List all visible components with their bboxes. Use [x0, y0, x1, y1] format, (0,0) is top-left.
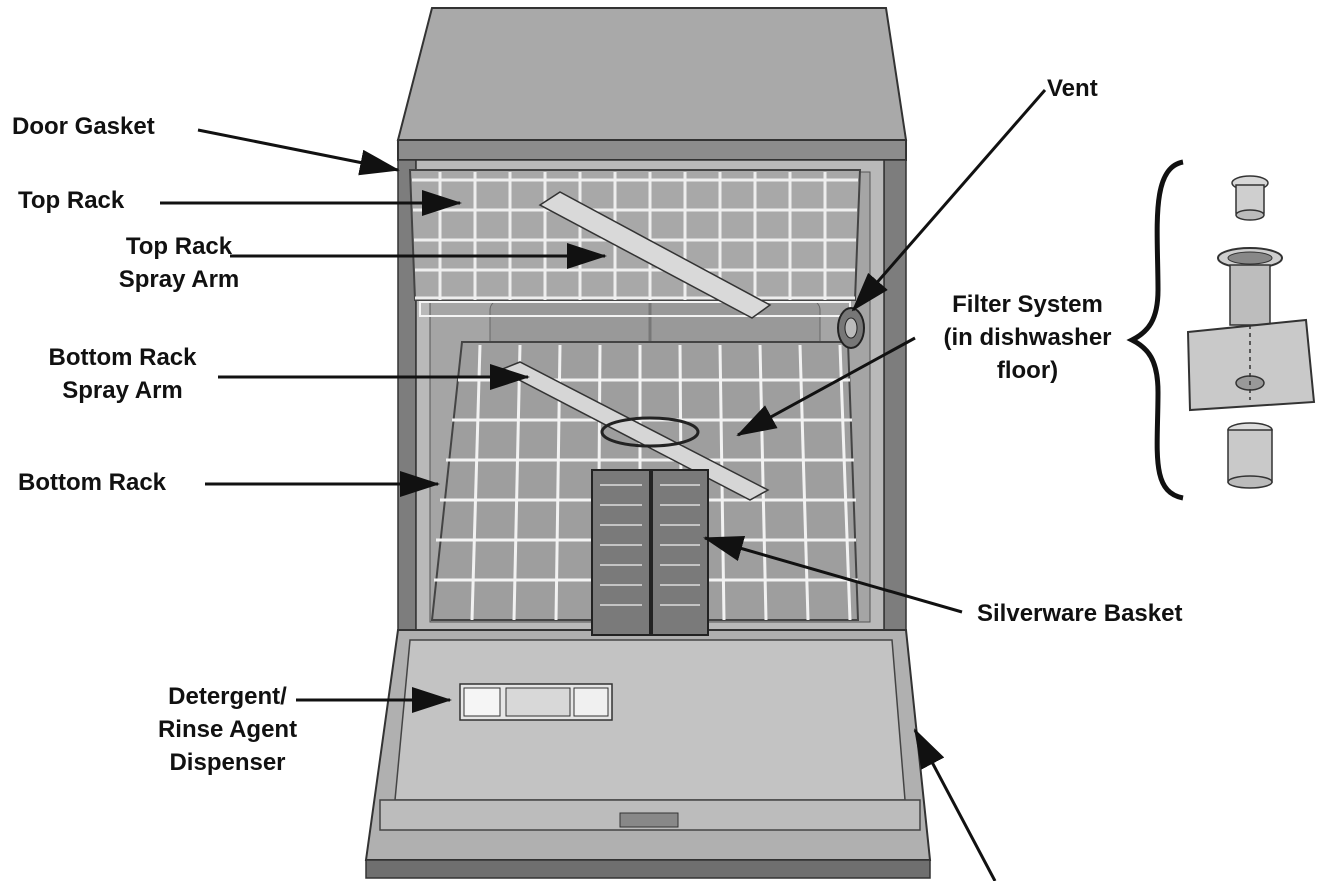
label-top-rack: Top Rack — [18, 184, 124, 217]
label-filter-system: Filter System (in dishwasher floor) — [925, 288, 1130, 387]
detergent-dispenser-graphic — [459, 683, 613, 721]
label-silverware-basket: Silverware Basket — [977, 597, 1182, 630]
vent-graphic — [837, 307, 865, 349]
label-vent: Vent — [1047, 72, 1098, 105]
label-bottom-rack-spray-arm-line2: Spray Arm — [62, 377, 183, 404]
leader-lines — [160, 89, 1047, 881]
label-filter-system-line2: (in dishwasher — [943, 324, 1112, 351]
label-detergent-dispenser: Detergent/ Rinse Agent Dispenser — [140, 680, 315, 779]
label-detergent-dispenser-line2: Rinse Agent — [157, 716, 298, 743]
leader-silverware-basket — [703, 536, 963, 614]
leader-vent — [851, 89, 1047, 312]
label-door-gasket-text: Door Gasket — [12, 113, 155, 140]
label-silverware-basket-text: Silverware Basket — [977, 600, 1183, 627]
label-top-rack-text: Top Rack — [18, 187, 125, 214]
label-bottom-rack-spray-arm: Bottom Rack Spray Arm — [30, 341, 215, 407]
label-vent-text: Vent — [1047, 75, 1098, 102]
filter-plate — [1186, 318, 1316, 412]
leader-filter-system — [736, 336, 916, 437]
filter-cylinder — [1217, 247, 1283, 326]
label-top-rack-spray-arm: Top Rack Spray Arm — [104, 230, 254, 296]
dishwasher-door — [364, 629, 932, 879]
label-top-rack-spray-arm-line2: Spray Arm — [118, 266, 240, 293]
label-detergent-dispenser-line3: Dispenser — [169, 749, 286, 776]
label-door-gasket: Door Gasket — [12, 110, 155, 143]
leader-door-gasket — [197, 128, 400, 176]
label-filter-system-line1: Filter System — [952, 291, 1103, 318]
silverware-basket-graphic — [591, 416, 709, 636]
label-detergent-dispenser-line1: Detergent/ — [168, 683, 287, 710]
label-filter-system-line3: floor) — [996, 357, 1059, 384]
label-bottom-rack-text: Bottom Rack — [18, 469, 167, 496]
filter-cap — [1231, 175, 1269, 221]
label-bottom-rack-spray-arm-line1: Bottom Rack — [48, 344, 197, 371]
top-rack-spray-arm-graphic — [538, 191, 772, 319]
filter-screen — [1227, 422, 1273, 489]
filter-system-exploded-view — [1126, 159, 1316, 501]
filter-system-brace — [1126, 159, 1184, 501]
label-top-rack-spray-arm-line1: Top Rack — [125, 233, 233, 260]
label-bottom-rack: Bottom Rack — [18, 466, 166, 499]
leader-door-bottom — [913, 728, 997, 881]
